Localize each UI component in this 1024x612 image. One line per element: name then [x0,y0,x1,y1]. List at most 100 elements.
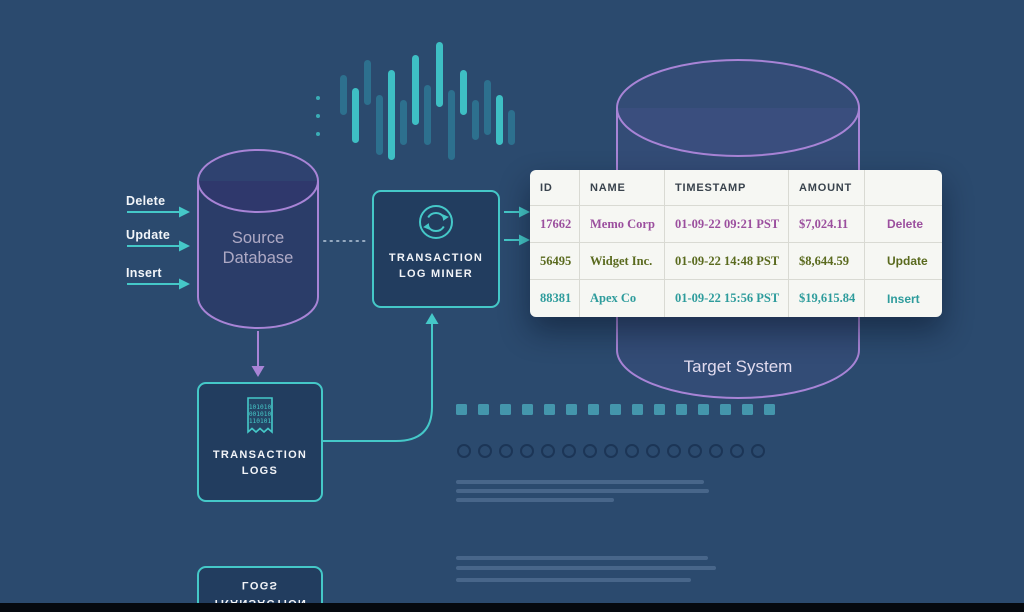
decor-chart-bar [484,80,491,135]
decor-skeleton-line [456,556,708,560]
decor-squares-row [456,404,775,415]
cell-timestamp: 01-09-22 15:56 PST [665,280,789,317]
cell-action: Insert [887,291,920,306]
cell-amount: $8,644.59 [789,243,865,279]
op-label-delete: Delete [126,194,166,208]
cell-timestamp: 01-09-22 14:48 PST [665,243,789,279]
decor-circles-row [457,444,765,458]
decor-chart-bar [340,75,347,115]
decor-square [478,404,489,415]
source-database-cylinder [197,149,319,329]
source-to-logs-arrow [251,331,265,377]
source-database-label: Source Database [196,228,320,268]
cell-amount: $7,024.11 [789,206,865,242]
decor-chart-bar [412,55,419,125]
decor-square [764,404,775,415]
op-label-insert: Insert [126,266,162,280]
decor-square [566,404,577,415]
decor-chart-bar [508,110,515,145]
decor-circle [541,444,555,458]
decor-square [720,404,731,415]
decor-dot [316,114,320,118]
source-line2: Database [196,248,320,268]
col-header-action [865,170,942,205]
decor-chart-bar [364,60,371,105]
decor-circle [646,444,660,458]
decor-square [588,404,599,415]
cell-timestamp: 01-09-22 09:21 PST [665,206,789,242]
decor-circle [457,444,471,458]
col-header-name: NAME [580,170,665,205]
cell-id: 56495 [530,243,580,279]
decor-square [654,404,665,415]
miner-to-table-arrow-bottom [504,234,530,246]
miner-line1: TRANSACTION [388,252,484,264]
op-label-update: Update [126,228,171,242]
decor-square [632,404,643,415]
decor-chart-bar [496,95,503,145]
decor-dot [316,132,320,136]
decor-chart-bar [352,88,359,143]
decor-chart-bar [472,100,479,140]
logs-line1: TRANSACTION [212,449,308,461]
decor-skeleton-line [456,480,704,484]
logs-label: TRANSACTION LOGS [213,447,307,479]
decor-chart-bar [376,95,383,155]
table-row: 88381 Apex Co 01-09-22 15:56 PST $19,615… [530,280,942,317]
decor-circle [562,444,576,458]
col-header-amount: AMOUNT [789,170,865,205]
delete-arrow [127,206,190,218]
change-records-table: ID NAME TIMESTAMP AMOUNT 17662 Memo Corp… [530,170,942,317]
decor-circle [625,444,639,458]
decor-chart-bar [436,42,443,107]
table-header-row: ID NAME TIMESTAMP AMOUNT [530,170,942,206]
decor-circle [688,444,702,458]
decor-square [610,404,621,415]
decor-square [742,404,753,415]
decor-square [698,404,709,415]
cell-amount: $19,615.84 [789,280,865,317]
decor-circle [667,444,681,458]
binary-line-2: 001010 [249,411,272,418]
update-arrow [127,240,190,252]
cell-name: Memo Corp [580,206,665,242]
col-header-timestamp: TIMESTAMP [665,170,789,205]
cell-id: 88381 [530,280,580,317]
decor-chart-bar [388,70,395,160]
decor-circle [499,444,513,458]
decor-chart-bar [400,100,407,145]
decor-square [544,404,555,415]
decor-chart-bar [448,90,455,160]
binary-line-1: 101010 [249,404,272,411]
letterbox-bar [0,603,1024,612]
logs-line2: LOGS [241,465,279,477]
col-header-id: ID [530,170,580,205]
transaction-log-miner-box: TRANSACTION LOG MINER [372,190,500,308]
table-row: 17662 Memo Corp 01-09-22 09:21 PST $7,02… [530,206,942,243]
insert-arrow [127,278,190,290]
transaction-logs-box: 101010 001010 110101 TRANSACTION LOGS [197,382,323,502]
binary-line-3: 110101 [249,418,272,425]
mirror-line-logs: LOGS [241,579,279,591]
decor-circle [709,444,723,458]
miner-label: TRANSACTION LOG MINER [389,250,483,282]
decor-circle [604,444,618,458]
decor-circle [520,444,534,458]
decor-chart-bar [424,85,431,145]
source-line1: Source [196,228,320,248]
decor-square [456,404,467,415]
decor-skeleton-line [456,578,691,582]
decor-skeleton-line [456,566,716,570]
cell-id: 17662 [530,206,580,242]
receipt-log-icon: 101010 001010 110101 [247,397,273,434]
logs-to-miner-arrow [323,313,439,442]
sync-icon [419,205,453,239]
decor-circle [730,444,744,458]
decor-skeleton-line [456,489,709,493]
decor-square [676,404,687,415]
decor-circle [751,444,765,458]
cell-name: Apex Co [580,280,665,317]
cell-action: Delete [887,217,924,231]
target-system-label: Target System [615,357,861,378]
